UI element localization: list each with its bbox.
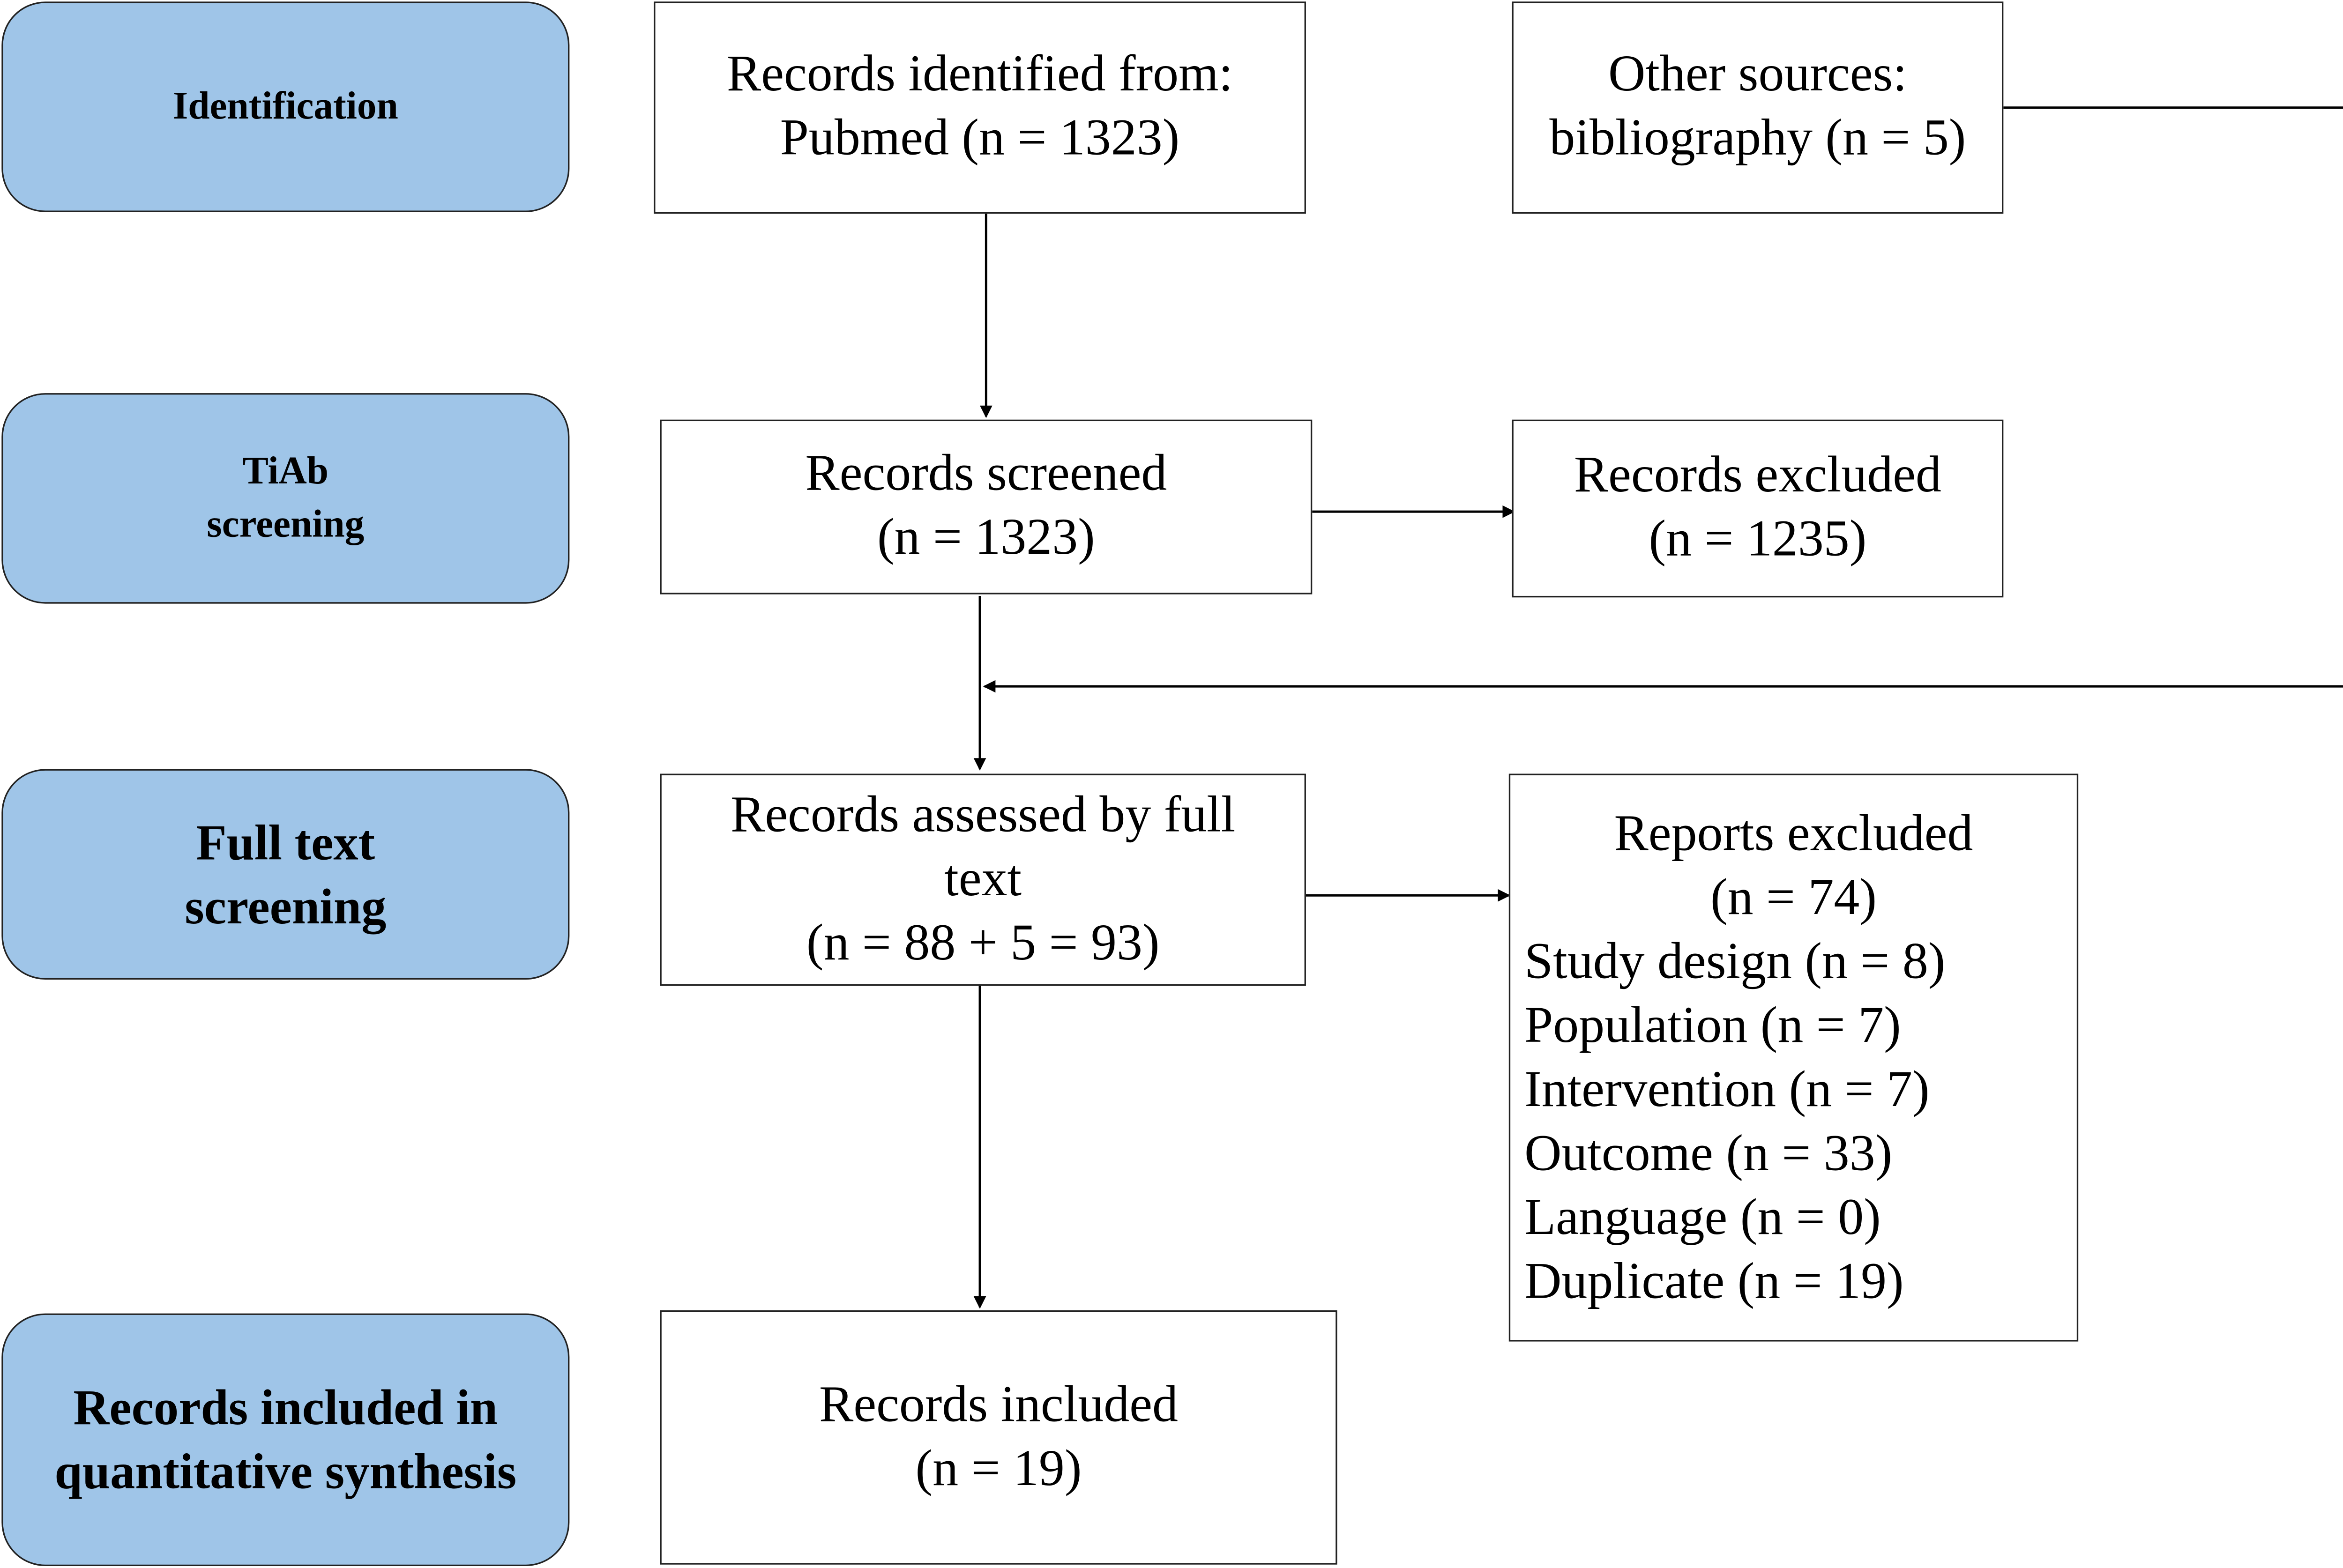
screened-line1: Records screened [805,446,1167,503]
box-records-identified-pubmed: Records identified from: Pubmed (n = 132… [654,1,1306,214]
stage-fulltext-label-line1: Full text [196,813,375,870]
stage-tiab-label-line2: screening [207,503,365,545]
stage-identification: Identification [1,1,570,212]
exclusion-reason-intervention: Intervention (n = 7) [1524,1062,1930,1119]
box-records-screened: Records screened (n = 1323) [660,419,1313,595]
stage-tiab-label-line1: TiAb [242,450,329,492]
box-reports-excluded: Reports excluded (n = 74) Study design (… [1508,773,2079,1342]
box-other-sources: Other sources: bibliography (n = 5) [1512,1,2004,214]
other-line1: Other sources: [1608,46,1907,103]
exclusion-reason-outcome: Outcome (n = 33) [1524,1126,1893,1182]
stage-identification-label: Identification [172,85,398,127]
exclusion-reason-language: Language (n = 0) [1524,1190,1881,1247]
stage-records-included: Records included in quantitative synthes… [1,1313,570,1567]
stage-tiab-screening: TiAb screening [1,393,570,604]
box-records-included: Records included (n = 19) [660,1310,1337,1565]
stage-full-text-screening: Full text screening [1,769,570,980]
exclusion-reason-study-design: Study design (n = 8) [1524,934,1946,991]
stage-included-label-line1: Records included in [73,1379,498,1435]
stage-included-label-line2: quantitative synthesis [54,1442,517,1499]
exclusion-reason-population: Population (n = 7) [1524,998,1901,1055]
excluded-line1: Records excluded [1574,447,1941,504]
reports-excluded-title: Reports excluded [1614,806,1973,863]
arrow-other-sources-to-assessed [983,106,2343,693]
assessed-line2: text [944,851,1022,907]
screened-line2: (n = 1323) [877,510,1095,566]
assessed-line1: Records assessed by full [731,787,1236,843]
pubmed-line1: Records identified from: [726,46,1233,103]
reports-excluded-count: (n = 74) [1710,870,1877,927]
excluded-line2: (n = 1235) [1649,512,1867,568]
box-records-excluded: Records excluded (n = 1235) [1512,419,2004,598]
other-line2: bibliography (n = 5) [1549,111,1966,167]
box-records-assessed-full-text: Records assessed by full text (n = 88 + … [660,773,1306,986]
stage-fulltext-label-line2: screening [185,877,387,934]
exclusion-reason-duplicate: Duplicate (n = 19) [1524,1254,1904,1310]
pubmed-line2: Pubmed (n = 1323) [780,111,1180,167]
assessed-line3: (n = 88 + 5 = 93) [806,914,1160,971]
final-line2: (n = 19) [915,1440,1082,1497]
final-line1: Records included [819,1376,1178,1433]
